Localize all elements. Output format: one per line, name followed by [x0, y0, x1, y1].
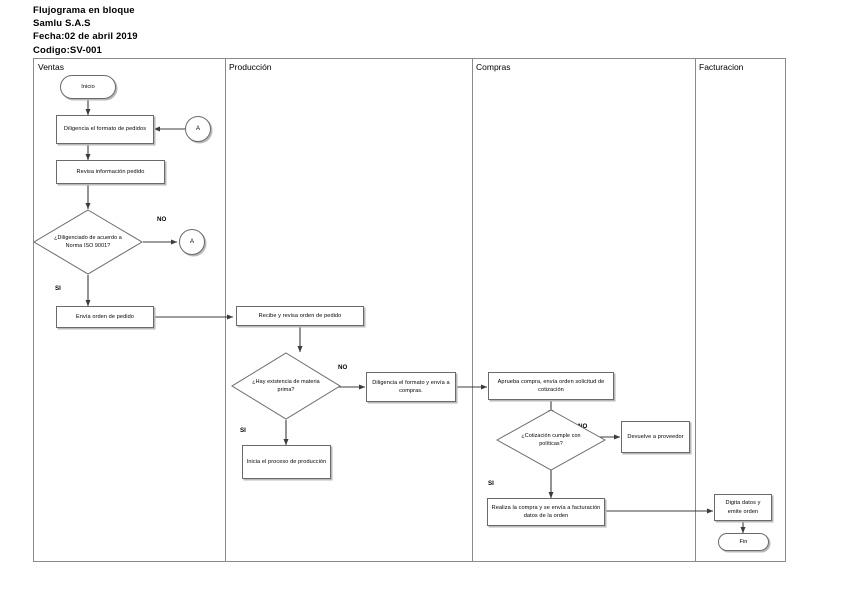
node-conector-a-top-label: A: [195, 125, 201, 132]
lane-title-facturacion: Facturacion: [699, 62, 744, 72]
node-decision-iso[interactable]: ¿Diligenciado de acuerdo a Norma ISO 900…: [33, 209, 143, 275]
node-decision-materia-prima[interactable]: ¿Hay existencia de materia prima?: [231, 352, 341, 420]
edge-label-iso-si: SI: [55, 285, 61, 292]
node-envia-orden-pedido[interactable]: Envía orden de pedido: [56, 306, 154, 328]
node-fin[interactable]: Fin: [718, 533, 769, 551]
node-decision-cotizacion-label: ¿Cotización cumple con políticas?: [521, 432, 581, 447]
edge-label-materia-no: NO: [338, 364, 348, 371]
node-realiza-compra[interactable]: Realiza la compra y se envía a facturaci…: [487, 498, 605, 526]
edge-label-cotizacion-no: NO: [578, 423, 588, 430]
node-revisa-informacion[interactable]: Revisa información pedido: [56, 160, 165, 184]
node-inicia-proceso-produccion[interactable]: Inicia el proceso de producción: [242, 445, 331, 479]
node-inicio-label: Inicio: [81, 83, 95, 90]
node-diligencia-formato[interactable]: Diligencia el formato de pedidos: [56, 115, 154, 144]
node-fin-label: Fin: [739, 538, 748, 545]
node-decision-cotizacion[interactable]: ¿Cotización cumple con políticas?: [496, 409, 606, 471]
document-title: Flujograma en bloque: [33, 5, 135, 16]
node-envia-orden-pedido-label: Envía orden de pedido: [76, 313, 134, 320]
node-recibe-revisa-orden[interactable]: Recibe y revisa orden de pedido: [236, 306, 364, 326]
node-aprueba-compra-label: Aprueba compra, envía orden solicitud de…: [497, 378, 605, 393]
company-name: Samlu S.A.S: [33, 18, 91, 30]
node-conector-a-mid-label: A: [189, 238, 195, 245]
node-conector-a-mid[interactable]: A: [179, 229, 205, 255]
document-date: Fecha:02 de abril 2019: [33, 31, 138, 43]
node-decision-materia-prima-label: ¿Hay existencia de materia prima?: [252, 378, 320, 393]
lane-divider-3: [695, 59, 696, 561]
node-aprueba-compra[interactable]: Aprueba compra, envía orden solicitud de…: [488, 372, 614, 400]
node-realiza-compra-label: Realiza la compra y se envía a facturaci…: [491, 504, 601, 519]
node-decision-iso-label: ¿Diligenciado de acuerdo a Norma ISO 900…: [54, 234, 122, 249]
node-conector-a-top[interactable]: A: [185, 116, 211, 142]
node-diligencia-formato-compras[interactable]: Diligencia el formato y envía a compras.: [366, 372, 456, 402]
lane-divider-2: [472, 59, 473, 561]
edge-label-iso-no: NO: [157, 216, 167, 223]
node-inicia-proceso-produccion-label: Inicia el proceso de producción: [246, 458, 327, 465]
decision-iso-shape: [33, 209, 143, 275]
lane-divider-1: [225, 59, 226, 561]
node-inicio[interactable]: Inicio: [60, 75, 116, 99]
node-devuelve-proveedor[interactable]: Devuelve a proveedor: [621, 421, 690, 453]
node-diligencia-formato-compras-label: Diligencia el formato y envía a compras.: [372, 379, 450, 394]
decision-materia-shape: [231, 352, 341, 420]
document-code: Codigo:SV-001: [33, 44, 102, 56]
edge-label-materia-si: SI: [240, 427, 246, 434]
lane-title-ventas: Ventas: [38, 62, 64, 72]
node-devuelve-proveedor-label: Devuelve a proveedor: [627, 433, 684, 440]
swimlane-frame: Ventas Producción Compras Facturacion: [33, 58, 786, 562]
node-digita-datos[interactable]: Digita datos y emite orden: [714, 494, 772, 521]
node-diligencia-formato-label: Diligencia el formato de pedidos: [63, 126, 147, 133]
node-revisa-informacion-label: Revisa información pedido: [76, 168, 145, 175]
node-recibe-revisa-orden-label: Recibe y revisa orden de pedido: [258, 312, 342, 319]
document-header: Flujograma en bloque Samlu S.A.S Fecha:0…: [33, 4, 138, 57]
node-digita-datos-label: Digita datos y emite orden: [725, 500, 761, 515]
lane-title-produccion: Producción: [229, 62, 272, 72]
edge-label-cotizacion-si: SI: [488, 480, 494, 487]
lane-title-compras: Compras: [476, 62, 511, 72]
